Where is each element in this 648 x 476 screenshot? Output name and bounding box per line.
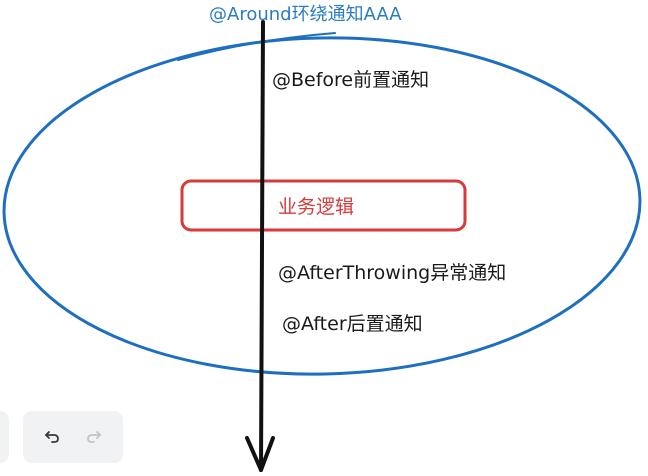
undo-icon [45, 431, 59, 443]
toolbar-left-edge [0, 411, 9, 463]
before-advice-label: @Before前置通知 [272, 69, 430, 91]
undo-redo-toolbar [23, 411, 123, 463]
around-advice-label: @Around环绕通知AAA [209, 4, 402, 25]
after-throwing-advice-label: @AfterThrowing异常通知 [278, 262, 507, 284]
undo-button[interactable] [35, 420, 69, 454]
redo-icon [87, 431, 101, 443]
execution-flow-arrow [245, 20, 275, 472]
after-advice-label: @After后置通知 [282, 313, 423, 335]
business-logic-box [180, 179, 467, 232]
around-advice-ellipse [2, 32, 642, 376]
redo-button[interactable] [77, 420, 111, 454]
business-logic-label: 业务逻辑 [278, 196, 355, 218]
